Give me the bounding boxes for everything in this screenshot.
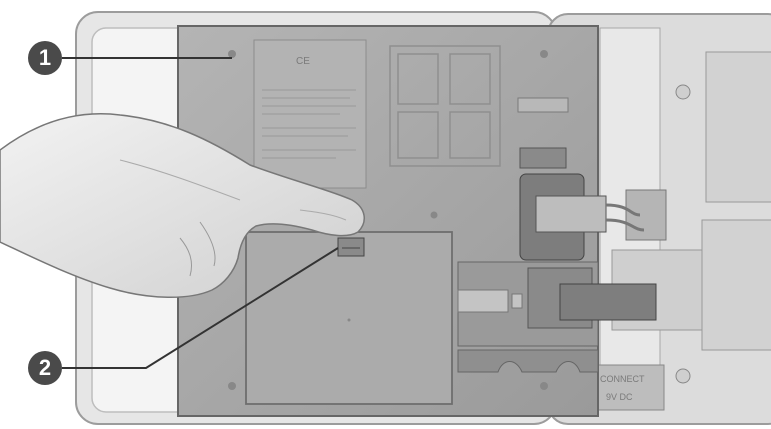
battery-cover-latch (338, 238, 364, 256)
screw-icon (228, 382, 236, 390)
callout-1-badge: 1 (28, 41, 62, 75)
screw-icon (431, 212, 438, 219)
callout-1-number: 1 (39, 45, 51, 71)
callout-2-badge: 2 (28, 351, 62, 385)
cert-mark: CE (296, 56, 310, 67)
screw-icon (540, 382, 548, 390)
screw-icon (228, 50, 236, 58)
battery-cover (246, 232, 452, 404)
screw-icon (540, 50, 548, 58)
callout-2-number: 2 (39, 355, 51, 381)
connect-label: CONNECT (600, 374, 645, 384)
voltage-label: 9V DC (606, 392, 633, 402)
